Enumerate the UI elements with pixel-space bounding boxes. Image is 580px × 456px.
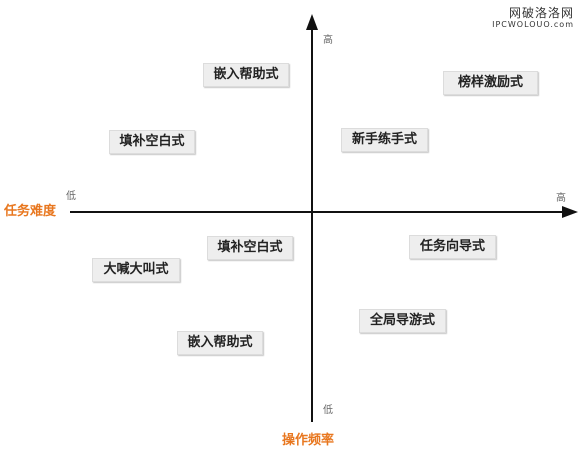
vertical-axis-high-label: 高 [323,35,333,46]
horizontal-axis-title: 任务难度 [4,204,57,219]
watermark-main: 网破洛洛网 [508,6,574,20]
vertical-axis-low-label: 低 [323,405,333,416]
box-bottom-right-2: 全局导游式 [359,309,446,333]
horizontal-axis-arrow [562,206,578,218]
watermark: 网破洛洛网 IPCWOLOUO.com [492,6,574,30]
box-top-left-1: 嵌入帮助式 [203,63,289,87]
box-bottom-left-1: 填补空白式 [207,236,293,260]
vertical-axis-arrow [306,14,318,30]
box-bottom-right-1: 任务向导式 [409,235,496,259]
box-top-right-1: 榜样激励式 [443,71,538,95]
watermark-sub: IPCWOLOUO.com [492,20,574,29]
horizontal-axis-low-label: 低 [66,191,76,202]
vertical-axis-title: 操作频率 [282,433,335,448]
box-top-left-2: 填补空白式 [109,130,195,154]
horizontal-axis-high-label: 高 [556,193,566,204]
box-bottom-left-3: 嵌入帮助式 [177,331,263,355]
box-top-right-2: 新手练手式 [341,128,428,152]
box-bottom-left-2: 大喊大叫式 [92,258,180,282]
